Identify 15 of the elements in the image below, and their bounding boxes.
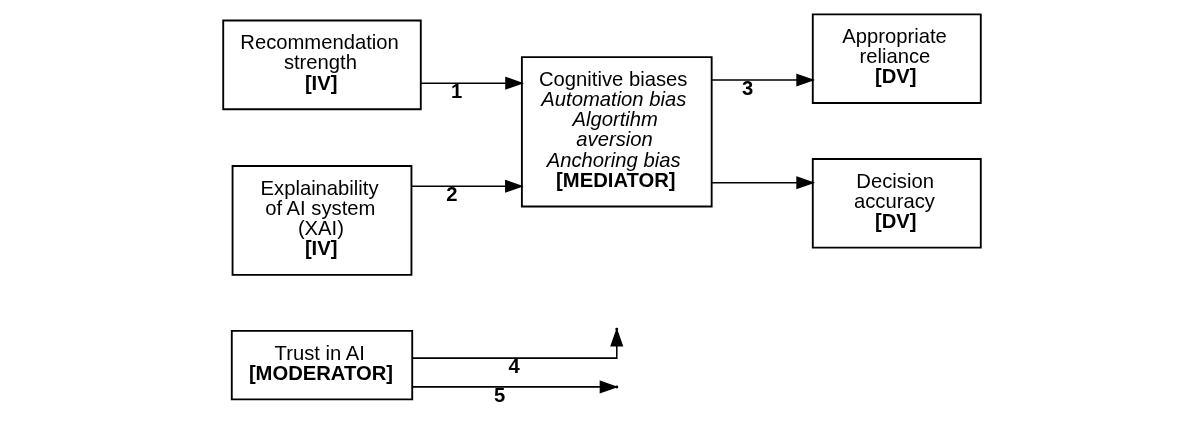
node-box: Decision accuracy [DV]: [811, 158, 982, 249]
arrow: [710, 73, 815, 87]
edge-label: 4: [507, 354, 520, 377]
node-box: Appropriate reliance [DV]: [811, 13, 982, 104]
edge-label: 2: [445, 182, 458, 205]
edge-label: 5: [493, 383, 505, 406]
edge-label: 3: [741, 76, 753, 99]
node-box: Recommendation strength [IV]: [221, 19, 422, 111]
edge-label: 1: [450, 79, 462, 102]
node-box: Explainability of AI system (XAI) [IV]: [231, 165, 412, 276]
arrow: [419, 76, 524, 90]
arrow: [710, 176, 815, 190]
arrow: [410, 179, 524, 193]
node-box: Trust in AI [MODERATOR]: [230, 329, 413, 401]
node-box: Cognitive biases Automation bias Algortihm aversion Anchoring bias [MEDIATOR]: [520, 56, 713, 208]
